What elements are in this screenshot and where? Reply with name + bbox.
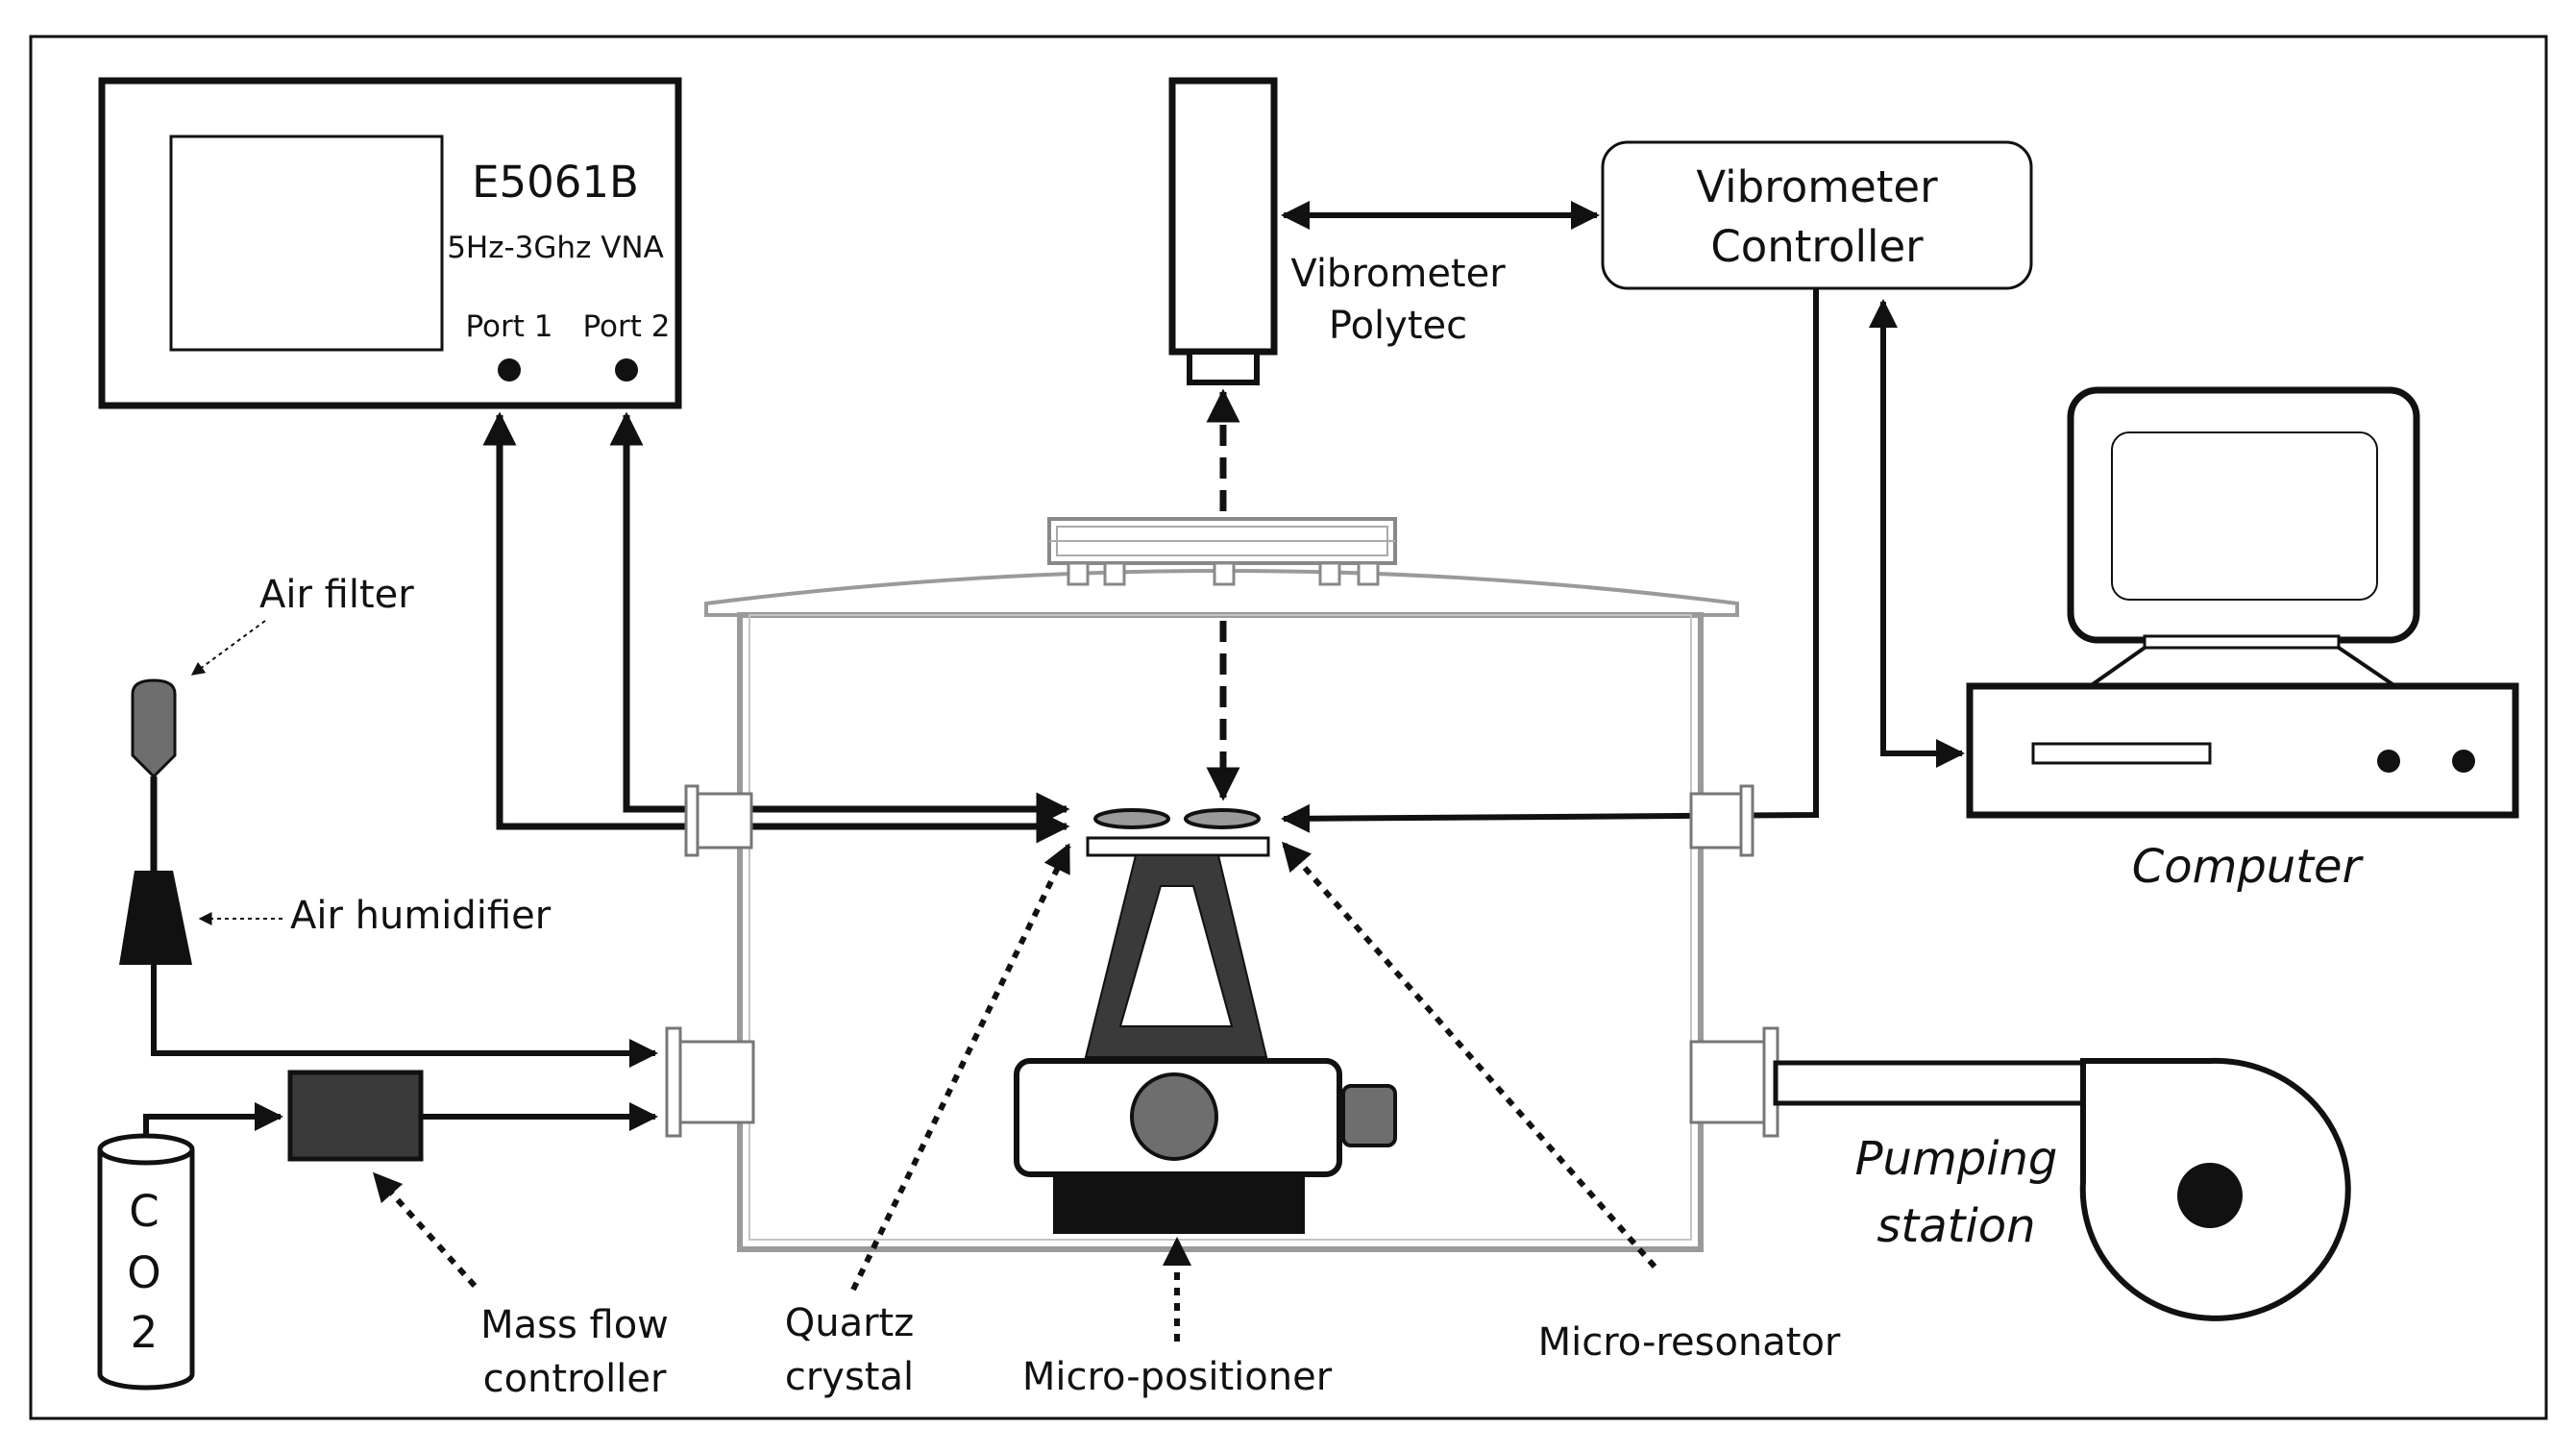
port2-cable [609,411,1070,826]
computer-drive-slot [2031,742,2212,765]
vacuum-chamber [665,517,1779,1252]
air-filter-label: Air filter [259,573,414,617]
pump-pipe [1773,1060,2086,1106]
left-port-upper [692,792,753,850]
left-port-lower [675,1040,755,1124]
controller-chamber-cable [1281,288,1819,833]
vna-instrument: E5061B 5Hz-3Ghz VNA Port 1 Port 2 [98,77,682,409]
quartz-pointer [850,843,1071,1292]
air-humidifier-label: Air humidifier [290,894,552,938]
vibrometer-label-line1: Vibrometer [1290,252,1506,296]
outer-frame [29,35,2548,1420]
vibrometer-lens [1187,349,1260,385]
air-filter [131,678,177,779]
right-port-upper [1689,792,1747,850]
computer-monitor-stand [2091,646,2394,686]
positioner-label: Micro-positioner [1022,1355,1333,1399]
pump-label-line2: station [1877,1199,2035,1253]
port1-cable [482,411,1070,844]
port2-label: Port 2 [582,309,670,344]
vibrometer-head [1168,77,1278,385]
co2-label-2: 2 [131,1307,159,1358]
pump-impeller [2177,1163,2243,1228]
air-humidifier [119,871,192,965]
chamber-lid [704,569,1739,617]
micro-resonator-disc [1184,808,1261,829]
controller-label-line2: Controller [1710,221,1924,272]
computer-button-2 [2452,750,2475,773]
vibrometer-label-line2: Polytec [1329,304,1467,348]
air-filter-pointer [190,620,266,676]
right-port-lower [1689,1040,1770,1124]
resonator-label: Micro-resonator [1538,1320,1841,1365]
mass-flow-controller [287,1070,424,1162]
co2-label-c: C [129,1186,159,1237]
micro-positioner-base [1053,1174,1305,1234]
computer-screen [2111,431,2378,601]
co2-mfc-tube [143,1102,283,1136]
vna-screen [169,135,444,352]
vna-spec-label: 5Hz-3Ghz VNA [447,231,664,265]
micro-positioner-knob [1130,1072,1218,1161]
pumping-station [1773,1057,2351,1321]
humidifier-chamber-tube [151,965,658,1068]
co2-cylinder [97,1133,195,1391]
mass-flow-label-line2: controller [483,1357,667,1401]
port1-connector [498,358,521,382]
co2-label-o: O [127,1247,160,1298]
vna-model-label: E5061B [472,157,639,208]
controller-computer-cable [1869,299,1965,768]
mass-flow-label-line1: Mass flow [480,1303,669,1347]
mass-flow-pointer [372,1171,478,1289]
stage-support [1084,854,1268,1058]
computer-monitor-base [2143,634,2341,650]
port2-connector [615,358,638,382]
computer-label: Computer [2132,840,2365,894]
computer-button-1 [2377,750,2400,773]
sample-plate [1086,836,1270,857]
quartz-label-line1: Quartz [785,1301,914,1345]
micro-positioner-side-knob [1341,1084,1397,1147]
sample-stage [1014,808,1397,1234]
quartz-label-line2: crystal [785,1355,914,1399]
pump-label-line1: Pumping [1855,1132,2058,1186]
controller-label-line1: Vibrometer [1696,161,1938,212]
vibrometer-controller: Vibrometer Controller [1601,140,2033,290]
resonator-pointer [1281,841,1657,1268]
port1-label: Port 1 [465,309,552,344]
computer [1966,386,2519,819]
quartz-crystal-disc [1093,808,1170,829]
